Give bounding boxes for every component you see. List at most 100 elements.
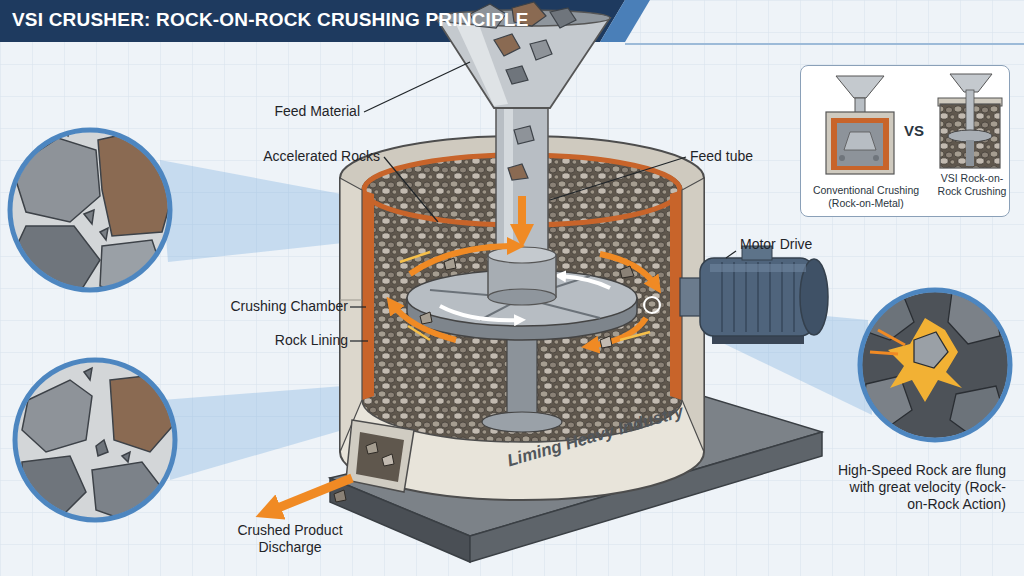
rock: [12, 138, 100, 222]
speed-streak: [408, 326, 430, 340]
motor-fin: [781, 262, 783, 332]
motor: [680, 246, 828, 344]
rock: [600, 336, 612, 348]
mini-tube: [966, 90, 974, 134]
part-label: Crushed Product Discharge: [228, 522, 352, 556]
leader-line: [364, 62, 470, 112]
leader-line: [350, 306, 366, 307]
mini-impeller: [844, 132, 876, 150]
rock-group: [22, 368, 178, 522]
watermark: Liming Heavy Industry: [505, 389, 732, 472]
rock: [382, 454, 394, 466]
rock: [494, 34, 520, 56]
rock: [420, 312, 432, 324]
feed-hopper: [436, 18, 610, 108]
flow-arrow: [392, 304, 456, 340]
rock: [506, 66, 528, 84]
rock-chip: [84, 368, 92, 380]
mini-hopper: [950, 74, 992, 92]
mini-rock: [839, 155, 845, 161]
flow-arrow: [590, 318, 646, 346]
feed-tube: [496, 105, 548, 257]
flow-arrows: [392, 246, 656, 346]
part-label: Feed Material: [225, 103, 360, 120]
leader-line: [726, 251, 736, 258]
flying-rocks: [420, 258, 634, 348]
part-label: Motor Drive: [740, 236, 850, 253]
rock-chip: [96, 440, 108, 456]
bearing: [482, 412, 562, 432]
rock: [508, 164, 528, 180]
banner-rule: [625, 43, 1024, 45]
leader-line: [350, 340, 368, 341]
rotation-arrow: [560, 276, 610, 288]
mini-housing: [826, 112, 894, 174]
zoom-wedge: [162, 385, 360, 480]
motor-fins: [722, 262, 794, 332]
discharge-arrow: [268, 478, 352, 512]
motor-fin: [793, 262, 795, 332]
rock: [620, 266, 634, 278]
rock: [914, 332, 948, 368]
motor-fin: [733, 262, 735, 332]
mini-metal-liner: [831, 118, 889, 170]
rotation-arrow: [440, 306, 520, 320]
circle-ring: [860, 290, 1010, 440]
rock-detail-circle: [15, 360, 178, 522]
versus-text: VS: [899, 122, 929, 140]
speed-streak: [620, 332, 650, 340]
part-label: Accelerated Rocks: [225, 148, 380, 165]
cut-wall: [340, 178, 362, 452]
discharge-chute: [346, 420, 414, 492]
speed-streak: [400, 252, 430, 262]
rock-lining: [362, 190, 374, 400]
mini-hopper: [836, 76, 884, 98]
hopper-highlight: [455, 22, 508, 106]
rock-detail-circle: [10, 126, 178, 298]
feed-arrow: [518, 196, 526, 236]
leader-line: [384, 157, 438, 222]
motor-fin: [745, 262, 747, 332]
motor-highlight: [710, 264, 806, 272]
inset-caption: VSI Rock-on-Rock Crushing: [935, 172, 1009, 197]
motor-fin: [721, 262, 723, 332]
zoom-wedge: [160, 160, 352, 262]
rotor-shaft: [507, 330, 537, 422]
motor-fin: [769, 262, 771, 332]
circle-fill: [862, 292, 1008, 438]
part-label: Rock Lining: [230, 332, 348, 349]
mini-shaft: [966, 140, 974, 166]
feed-tube-mouth: [488, 289, 556, 305]
inset-caption: Conventional Crushing (Rock-on-Metal): [805, 184, 927, 209]
flow-arrow: [410, 246, 516, 274]
comparison-box: Conventional Crushing (Rock-on-Metal) VS V…: [800, 65, 1010, 217]
motor-fin: [757, 262, 759, 332]
motor-body: [700, 258, 814, 336]
crushing-chamber: [362, 154, 682, 442]
impact-detail-circle: [860, 290, 1010, 440]
speed-streaks: [400, 252, 650, 340]
rock-chip: [84, 210, 94, 224]
inset-background: [800, 65, 1010, 217]
rock: [550, 8, 576, 28]
rock: [444, 258, 456, 270]
circle-ring: [15, 360, 175, 520]
discharge-rocks: [334, 442, 394, 502]
chute-opening: [356, 432, 404, 482]
mini-chamber: [837, 123, 883, 166]
rock: [366, 442, 378, 454]
callout-note: High-Speed Rock are flung with great vel…: [830, 462, 1006, 513]
detail-marker: [644, 297, 660, 313]
impact-burst: [888, 318, 962, 402]
mini-rock: [873, 155, 879, 161]
rock: [514, 126, 534, 144]
rock: [334, 490, 346, 502]
tube-highlight: [504, 107, 513, 255]
flow-arrow: [600, 254, 656, 286]
rock-chip: [100, 228, 108, 240]
circle-ring: [10, 130, 170, 290]
